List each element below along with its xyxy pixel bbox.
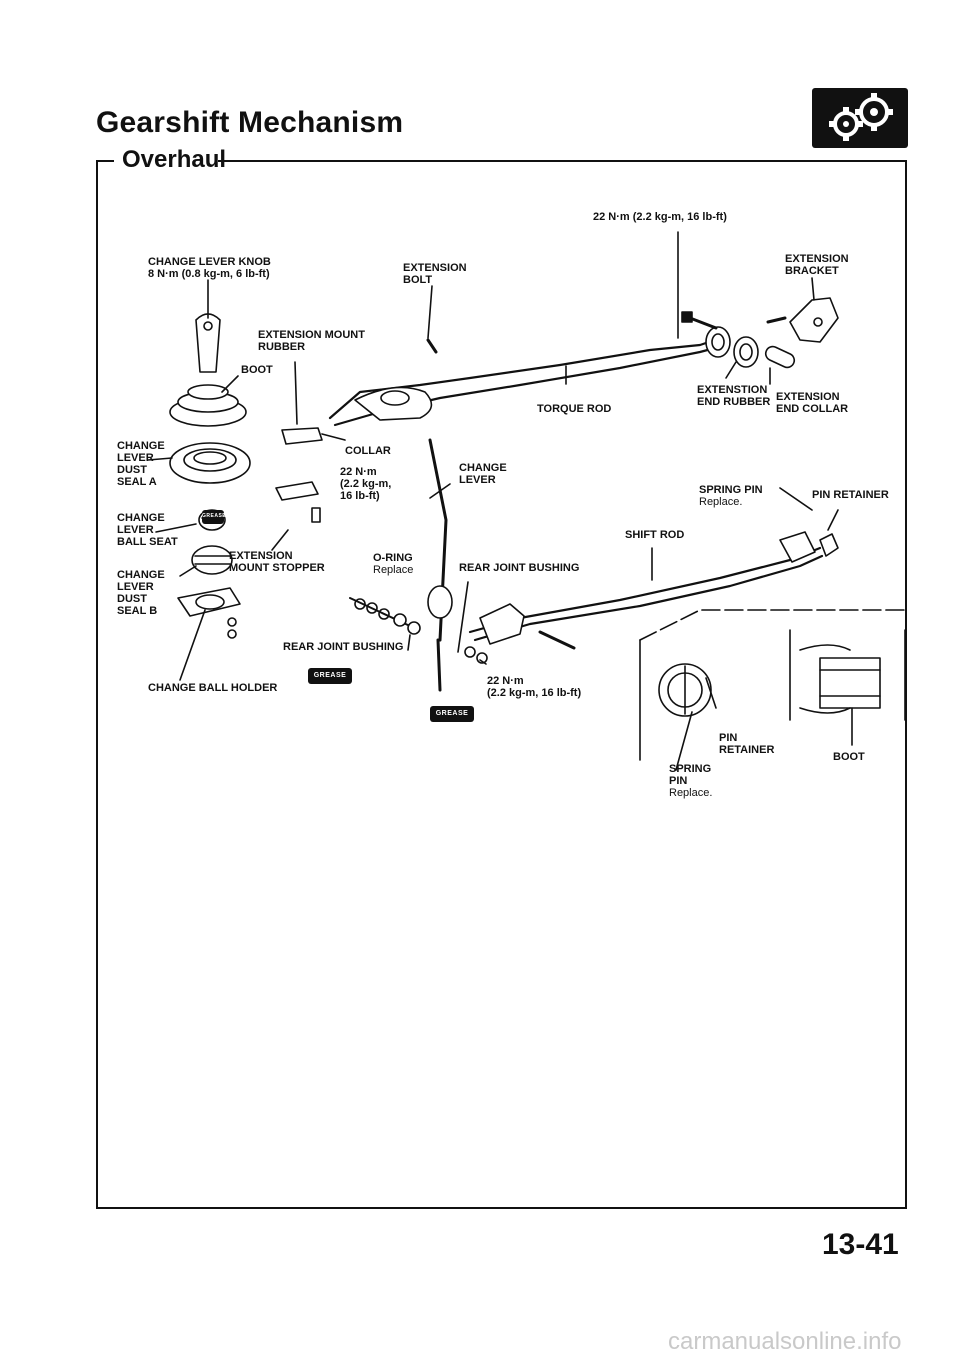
label-detail-pin-retainer: PIN RETAINER bbox=[719, 732, 775, 756]
label-o-ring-replace: Replace bbox=[373, 564, 414, 576]
label-extension-end-collar: EXTENSION END COLLAR bbox=[776, 391, 849, 415]
label-extension-mount-stopper: EXTENSION MOUNT STOPPER bbox=[229, 550, 325, 574]
label-o-ring: O-RING bbox=[373, 552, 413, 564]
label-shift-rod: SHIFT ROD bbox=[625, 529, 685, 541]
section-subtitle: Overhaul bbox=[122, 146, 227, 173]
label-collar-torque: 22 N·m (2.2 kg-m, 16 lb-ft) bbox=[340, 466, 392, 502]
label-collar: COLLAR bbox=[345, 445, 391, 457]
label-rear-joint-bushing-lower: REAR JOINT BUSHING bbox=[283, 641, 404, 653]
label-change-lever-dust-seal-a: CHANGE LEVER DUST SEAL A bbox=[117, 440, 165, 488]
label-detail-spring-pin: SPRING PIN bbox=[669, 763, 712, 787]
label-extension-bolt: EXTENSION BOLT bbox=[403, 262, 467, 286]
watermark: carmanualsonline.info bbox=[668, 1328, 902, 1355]
label-detail-boot: BOOT bbox=[833, 751, 865, 763]
label-spring-pin: SPRING PIN bbox=[699, 484, 763, 496]
label-extension-bracket: EXTENSION BRACKET bbox=[785, 253, 849, 277]
label-detail-spring-pin-replace: Replace. bbox=[669, 787, 713, 799]
label-change-ball-holder: CHANGE BALL HOLDER bbox=[148, 682, 278, 694]
label-change-lever-knob: CHANGE LEVER KNOB 8 N·m (0.8 kg-m, 6 lb-… bbox=[148, 256, 271, 280]
frame-line bbox=[96, 160, 114, 162]
label-change-lever-ball-seat: CHANGE LEVER BALL SEAT bbox=[117, 512, 178, 548]
frame-line bbox=[218, 160, 907, 162]
page-number: 13-41 bbox=[822, 1228, 899, 1261]
label-extension-mount-rubber: EXTENSION MOUNT RUBBER bbox=[258, 329, 365, 353]
label-boot: BOOT bbox=[241, 364, 273, 376]
grease-icon: GREASE bbox=[430, 706, 474, 722]
label-pin-retainer: PIN RETAINER bbox=[812, 489, 889, 501]
label-spring-pin-replace: Replace. bbox=[699, 496, 743, 508]
torque-label: 22 N·m (2.2 kg-m, 16 lb-ft) bbox=[593, 211, 727, 223]
label-lower-torque: 22 N·m (2.2 kg-m, 16 lb-ft) bbox=[487, 675, 582, 699]
page-title: Gearshift Mechanism bbox=[96, 106, 404, 139]
diagram-frame bbox=[96, 160, 907, 1209]
label-torque-rod: TORQUE ROD bbox=[537, 403, 612, 415]
label-rear-joint-bushing: REAR JOINT BUSHING bbox=[459, 562, 580, 574]
label-extension-end-rubber: EXTENSTION END RUBBER bbox=[697, 384, 771, 408]
grease-icon: GREASE bbox=[202, 510, 226, 524]
gear-icon bbox=[812, 88, 908, 148]
label-change-lever-dust-seal-b: CHANGE LEVER DUST SEAL B bbox=[117, 569, 165, 617]
grease-icon: GREASE bbox=[308, 668, 352, 684]
label-change-lever: CHANGE LEVER bbox=[459, 462, 507, 486]
